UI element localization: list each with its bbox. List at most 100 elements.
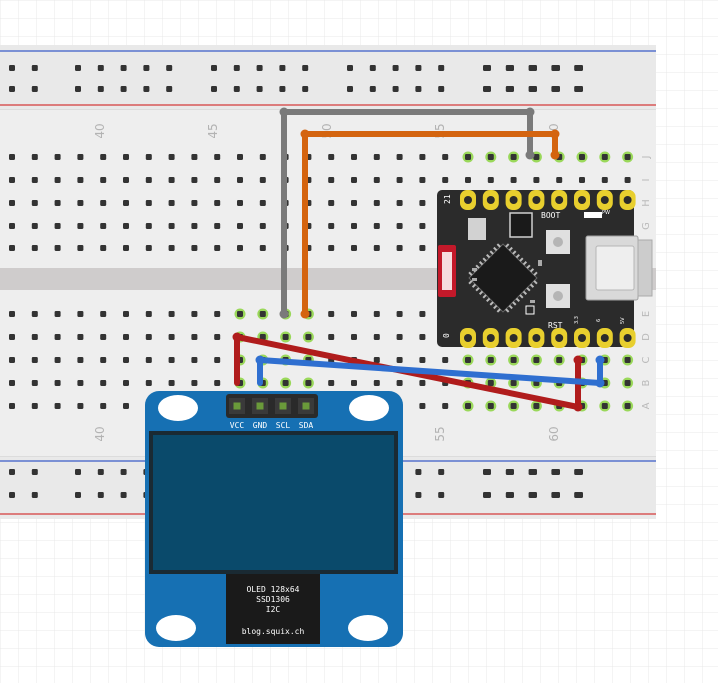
- breadboard-hole: [31, 177, 38, 183]
- breadboard-hole: [259, 245, 266, 251]
- breadboard-hole: [373, 357, 380, 363]
- wire-orange-sda: [302, 131, 558, 317]
- rail-hole: [531, 65, 537, 71]
- oled-footer-text: blog.squix.ch: [242, 627, 305, 636]
- breadboard-hole: [100, 223, 107, 229]
- breadboard-hole: [351, 200, 357, 206]
- rail-hole: [31, 492, 38, 498]
- mcu-pin-hole: [578, 196, 586, 204]
- rail-hole: [577, 469, 583, 475]
- mcu-pin-hole: [600, 196, 609, 204]
- breadboard-hole: [54, 154, 61, 160]
- breadboard-hole: [259, 200, 266, 206]
- antenna-highlight: [442, 252, 452, 290]
- breadboard-hole: [510, 403, 517, 409]
- mcu-pin-hole: [555, 196, 564, 204]
- rail-hole: [554, 86, 560, 92]
- breadboard-hole: [214, 223, 221, 229]
- breadboard-hole: [624, 357, 631, 363]
- rail-hole: [31, 86, 38, 92]
- rail-hole: [508, 65, 514, 71]
- breadboard-hole: [9, 200, 15, 206]
- wire-end: [279, 309, 289, 319]
- mcu-pin-hole: [509, 334, 518, 342]
- rail-hole: [143, 65, 150, 71]
- breadboard-hole: [54, 223, 61, 229]
- breadboard-hole: [373, 311, 380, 317]
- breadboard-hole: [601, 154, 608, 160]
- breadboard-hole: [396, 334, 403, 340]
- rail-hole: [577, 492, 583, 498]
- breadboard-hole: [373, 154, 380, 160]
- breadboard-hole: [442, 154, 449, 160]
- breadboard-hole: [510, 357, 517, 363]
- rail-hole: [9, 469, 15, 475]
- breadboard-hole: [77, 245, 84, 251]
- breadboard-hole: [237, 223, 243, 229]
- breadboard-hole: [328, 154, 335, 160]
- breadboard-hole: [259, 223, 266, 229]
- breadboard-hole: [396, 154, 403, 160]
- breadboard-hole: [442, 357, 449, 363]
- rail-hole: [392, 65, 399, 71]
- breadboard-hole: [31, 200, 38, 206]
- mcu-pin-hole: [509, 196, 518, 204]
- breadboard-hole: [145, 245, 152, 251]
- breadboard-hole: [510, 154, 517, 160]
- rail-hole: [554, 65, 560, 71]
- breadboard-hole: [419, 200, 426, 206]
- breadboard-hole: [100, 177, 107, 183]
- rail-hole: [31, 65, 38, 71]
- rail-hole: [415, 492, 422, 498]
- breadboard-hole: [9, 380, 15, 386]
- breadboard-hole: [145, 200, 152, 206]
- wire-end-caps: [232, 107, 605, 412]
- breadboard-hole: [145, 357, 152, 363]
- breadboard-hole: [100, 245, 107, 251]
- rail-hole: [369, 86, 376, 92]
- breadboard-hole: [487, 357, 494, 363]
- rail-hole: [347, 86, 353, 92]
- breadboard-hole: [259, 334, 266, 340]
- wires: [232, 107, 605, 412]
- oled-pin-contact: [279, 402, 287, 410]
- breadboard-hole: [54, 403, 61, 409]
- breadboard-hole: [123, 334, 129, 340]
- breadboard-hole: [465, 177, 471, 183]
- breadboard-hole: [419, 177, 426, 183]
- breadboard-hole: [419, 245, 426, 251]
- row-letter: I: [641, 179, 652, 182]
- rail-hole: [531, 469, 537, 475]
- column-number-bottom: 55: [433, 426, 447, 441]
- row-letter: A: [641, 402, 652, 409]
- rail-hole: [577, 86, 583, 92]
- breadboard-hole: [9, 177, 15, 183]
- oled-pin-label-gnd: GND: [253, 421, 268, 430]
- breadboard-hole: [77, 200, 84, 206]
- breadboard-hole: [191, 200, 198, 206]
- usb-port-inner: [595, 245, 635, 291]
- breadboard-hole: [123, 403, 129, 409]
- rail-hole: [9, 492, 15, 498]
- rail-hole: [415, 86, 422, 92]
- rail-hole: [120, 86, 127, 92]
- mcu-pin-hole: [578, 334, 586, 342]
- breadboard-hole: [168, 311, 175, 317]
- rail-hole: [9, 65, 15, 71]
- breadboard-hole: [145, 334, 152, 340]
- rail-hole: [9, 86, 15, 92]
- breadboard-hole: [556, 357, 563, 363]
- breadboard-hole: [9, 245, 15, 251]
- breadboard-hole: [259, 311, 266, 317]
- rail-hole: [302, 86, 309, 92]
- breadboard-hole: [123, 357, 129, 363]
- breadboard-hole: [145, 311, 152, 317]
- breadboard-hole: [100, 403, 107, 409]
- breadboard-hole: [328, 245, 335, 251]
- row-letter: E: [641, 311, 652, 317]
- pin-mark-21: 21: [443, 194, 452, 204]
- breadboard-hole: [419, 380, 426, 386]
- breadboard-hole: [31, 154, 38, 160]
